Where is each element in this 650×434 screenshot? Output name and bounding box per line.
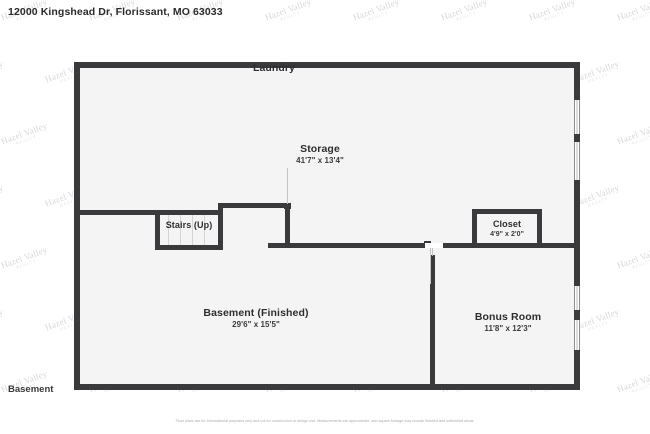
exterior-wall-left <box>74 62 80 390</box>
room-name-basement: Basement (Finished) <box>203 307 309 319</box>
room-dimensions-storage: 41'7" x 13'4" <box>296 156 344 166</box>
closet-wall-top <box>472 209 542 214</box>
room-label-stairs: Stairs (Up) <box>129 220 249 231</box>
stairs-wall-bottom <box>155 245 223 250</box>
stair-tread <box>204 212 205 245</box>
stair-tread <box>192 212 193 245</box>
stairs-wall-right <box>218 203 223 250</box>
door-opening-basement <box>425 243 443 248</box>
interior-wall-jog-right <box>285 203 290 245</box>
stairs-wall-left <box>155 210 160 250</box>
floor-level-label: Basement <box>8 384 54 395</box>
window-right-4 <box>574 320 580 350</box>
door-leaf-bonus <box>432 248 433 256</box>
room-name-laundry: Laundry <box>252 62 296 74</box>
room-label-basement: Basement (Finished) 29'6" x 15'5" <box>176 307 336 331</box>
floor-fill-closet <box>474 212 540 244</box>
window-right-1 <box>574 100 580 134</box>
window-right-3 <box>574 286 580 310</box>
room-label-bonus-room: Bonus Room 11'8" x 12'3" <box>443 311 573 335</box>
room-label-laundry: Laundry <box>209 62 339 75</box>
exterior-wall-right <box>574 62 580 390</box>
room-name-bonus-room: Bonus Room <box>474 311 542 323</box>
window-right-2 <box>574 142 580 180</box>
room-dimensions-closet: 4'9" x 2'0" <box>490 231 524 239</box>
interior-wall-jog-top <box>218 203 290 208</box>
interior-wall-bonus-divider <box>430 255 435 390</box>
exterior-wall-top <box>74 62 580 68</box>
room-label-storage: Storage 41'7" x 13'4" <box>255 143 385 167</box>
floor-fill-upper <box>74 62 580 210</box>
disclaimer-text: Floor plans are for informational purpos… <box>175 419 475 423</box>
interior-wall-divider-left <box>74 210 222 215</box>
property-address: 12000 Kingshead Dr, Florissant, MO 63033 <box>8 6 223 18</box>
stair-tread <box>168 212 169 245</box>
interior-wall-divider-right <box>268 243 574 248</box>
exterior-wall-bottom <box>74 384 580 390</box>
room-dimensions-bonus-room: 11'8" x 12'3" <box>484 324 532 334</box>
room-label-closet: Closet 4'9" x 2'0" <box>447 219 567 239</box>
closet-wall-right <box>537 209 542 248</box>
door-leaf-basement <box>430 248 431 284</box>
door-jamb-stairs <box>284 203 291 209</box>
room-name-closet: Closet <box>492 219 522 229</box>
room-name-storage: Storage <box>300 143 340 155</box>
closet-wall-left <box>472 209 477 248</box>
stair-tread <box>180 212 181 245</box>
room-dimensions-basement: 29'6" x 15'5" <box>232 320 280 330</box>
door-leaf-stairs <box>287 168 288 204</box>
room-name-stairs: Stairs (Up) <box>165 220 213 230</box>
